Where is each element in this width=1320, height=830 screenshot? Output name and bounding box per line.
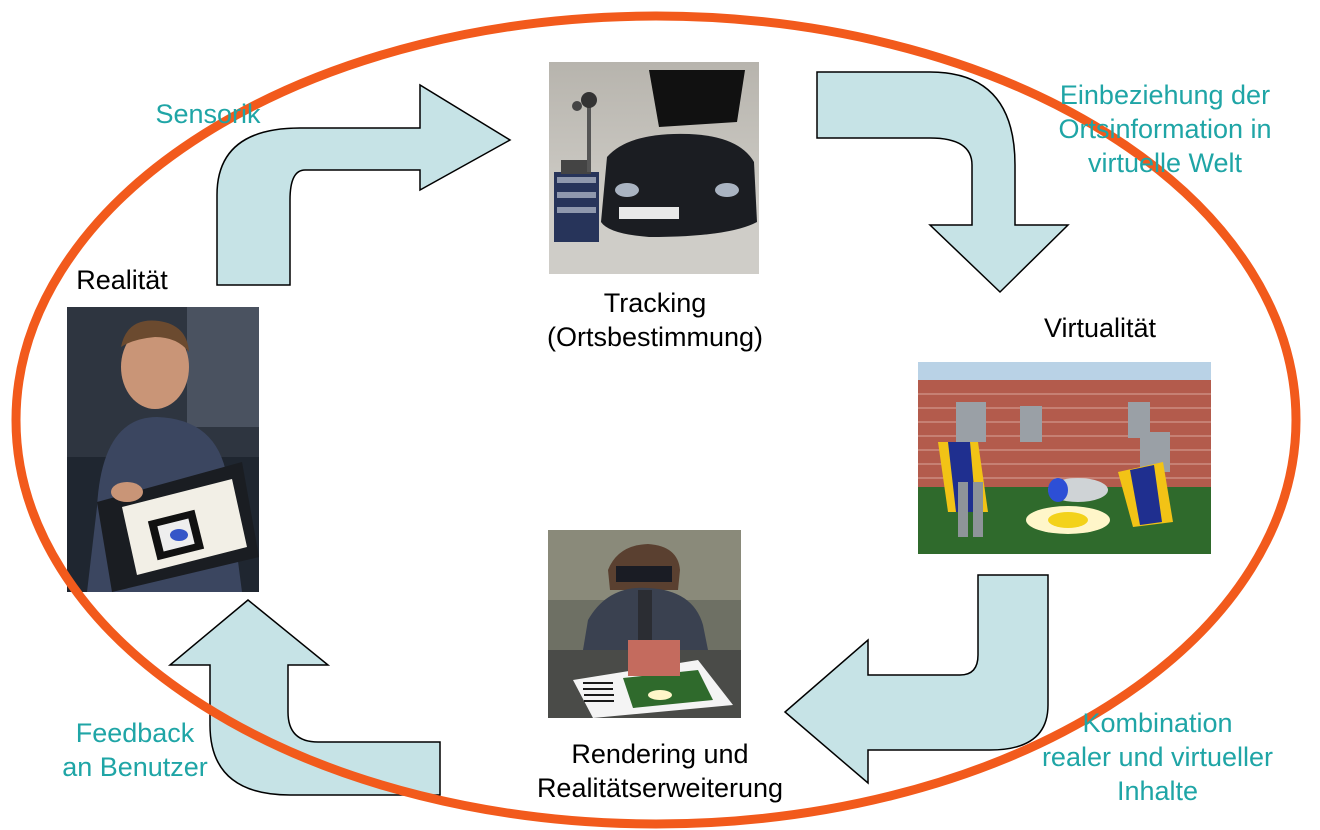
rendering-photo <box>548 530 741 718</box>
einbeziehung-line1: Einbeziehung der <box>1059 80 1271 110</box>
label-feedback: Feedback an Benutzer <box>35 716 235 784</box>
einbeziehung-line3: virtuelle Welt <box>1087 148 1243 178</box>
feedback-line1: Feedback <box>75 718 195 748</box>
label-sensorik: Sensorik <box>128 97 288 131</box>
label-realitaet: Realität <box>62 263 182 297</box>
sensorik-label: Sensorik <box>155 99 261 129</box>
label-rendering: Rendering und Realitätserweiterung <box>485 737 835 805</box>
kombination-line2: realer und virtueller <box>1041 742 1274 772</box>
virtualitaet-photo <box>918 362 1211 554</box>
tracking-photo <box>549 62 759 274</box>
rendering-label-line2: Realitätserweiterung <box>536 773 784 803</box>
label-kombination: Kombination realer und virtueller Inhalt… <box>1005 706 1310 808</box>
einbeziehung-line2: Ortsinformation in <box>1058 114 1272 144</box>
label-tracking: Tracking (Ortsbestimmung) <box>510 286 800 354</box>
virtualitaet-label: Virtualität <box>1043 313 1157 343</box>
realitaet-photo <box>67 307 259 592</box>
tracking-label-line2: (Ortsbestimmung) <box>546 322 764 352</box>
label-virtualitaet: Virtualität <box>1010 311 1190 345</box>
kombination-line3: Inhalte <box>1116 776 1199 806</box>
rendering-label-line1: Rendering und <box>571 739 749 769</box>
tracking-label-line1: Tracking <box>603 288 707 318</box>
label-einbeziehung: Einbeziehung der Ortsinformation in virt… <box>1020 78 1310 180</box>
realitaet-label: Realität <box>76 265 168 295</box>
feedback-line2: an Benutzer <box>62 752 208 782</box>
kombination-line1: Kombination <box>1082 708 1233 738</box>
